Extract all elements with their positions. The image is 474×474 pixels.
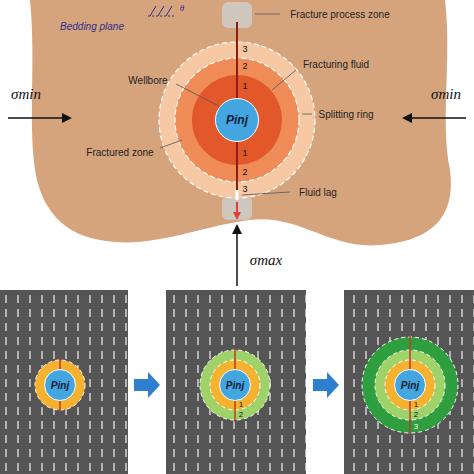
wellbore-fill: [45, 370, 76, 401]
pressure-label: Pinj: [51, 380, 69, 391]
callout-number: 1: [239, 401, 243, 410]
wellbore-fill: [220, 370, 251, 401]
pressure-label: Pinj: [226, 113, 248, 127]
callout-number: 1: [242, 82, 247, 92]
wellbore-circle: Pinj: [215, 98, 259, 142]
callout-number: 2: [242, 168, 247, 178]
pressure-label: Pinj: [226, 380, 244, 391]
angle-label: θ: [180, 4, 184, 14]
stage-crack: [60, 335, 410, 435]
propagation-arrow: [236, 202, 238, 218]
callout-number: 2: [242, 62, 247, 72]
stress-label: σmin: [431, 86, 461, 103]
pressure-label: Pinj: [401, 380, 419, 391]
stress-arrow: [236, 226, 238, 286]
wellbore-circle: Pinj: [44, 369, 76, 401]
rock-body: [30, 0, 451, 245]
stage-rings: [35, 337, 458, 433]
stress-arrow: [404, 117, 466, 119]
part-label: Wellbore: [128, 75, 167, 86]
callout-number: 3: [414, 423, 418, 432]
wellbore-fill: [216, 99, 259, 142]
part-label: Fracture process zone: [290, 9, 390, 20]
stress-arrow: [8, 117, 70, 119]
stress-label: σmax: [250, 252, 282, 269]
part-label: Fracturing fluid: [303, 59, 369, 70]
bedding-plane-marks: [148, 6, 176, 16]
callout-number: 1: [414, 401, 418, 410]
part-label: Fluid lag: [299, 187, 337, 198]
callout-number: 1: [242, 149, 247, 159]
part-label: Fractured zone: [86, 147, 153, 158]
crack: [236, 142, 238, 190]
rock-panel: [0, 290, 474, 474]
leader-line: [160, 14, 312, 195]
crack: [236, 22, 238, 98]
bedding-plane-label: Bedding plane: [60, 21, 124, 32]
fluid-lag: [236, 190, 239, 200]
wellbore-circle: Pinj: [219, 369, 251, 401]
stress-label: σmin: [11, 86, 41, 103]
callout-number: 2: [239, 411, 243, 420]
callout-number: 2: [414, 411, 418, 420]
callout-number: 3: [242, 185, 247, 195]
part-label: Splitting ring: [318, 109, 373, 120]
wellbore-fill: [395, 370, 426, 401]
wellbore-circle: Pinj: [394, 369, 426, 401]
callout-number: 3: [242, 45, 247, 55]
